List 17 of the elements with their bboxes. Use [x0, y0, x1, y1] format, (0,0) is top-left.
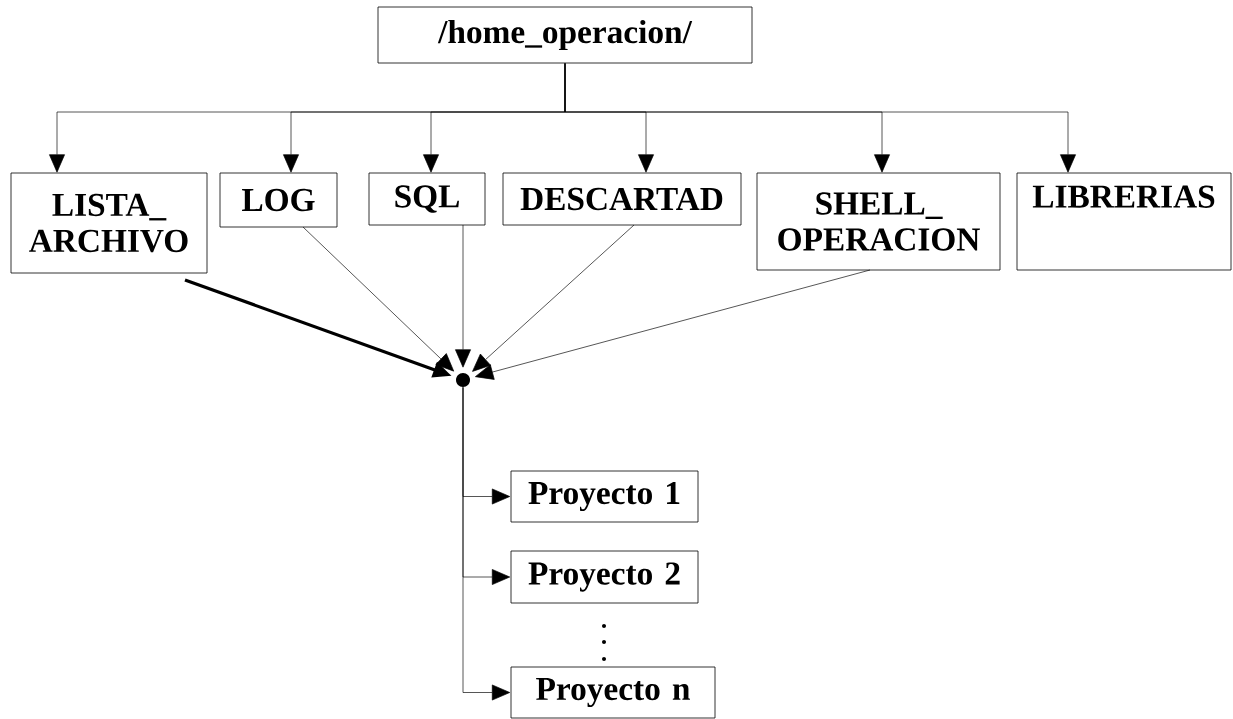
arrow	[472, 224, 635, 372]
folder-box: Proyecto 2	[510, 550, 699, 604]
folder-box: Proyecto n	[510, 666, 716, 719]
arrow	[475, 269, 871, 380]
folder-box: SHELL_ OPERACION	[756, 172, 1001, 271]
folder-box: SQL	[368, 172, 486, 226]
junction-dot	[456, 373, 470, 387]
folder-box: LISTA_ ARCHIVO	[10, 172, 208, 274]
folder-box: /home_operacion/	[377, 6, 753, 64]
folder-box: LOG	[219, 172, 338, 228]
folder-box: Proyecto 1	[510, 470, 699, 523]
arrow	[455, 224, 471, 368]
folder-box: DESCARTAD	[502, 172, 742, 226]
folder-box: LIBRERIAS	[1016, 172, 1232, 271]
arrow	[462, 386, 511, 701]
arrow	[302, 226, 455, 372]
arrow	[564, 63, 1076, 173]
